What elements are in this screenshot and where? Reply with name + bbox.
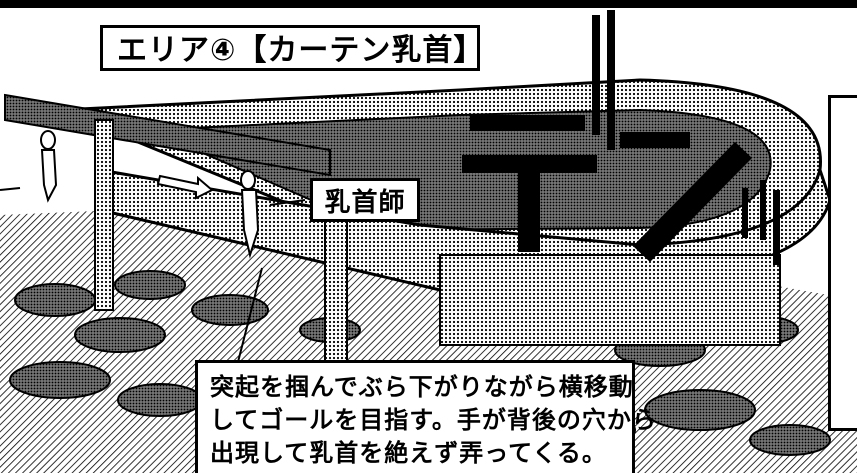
description-line: 突起を掴んでぶら下がりながら横移動 [210, 373, 634, 401]
walkway-beam [4, 93, 331, 177]
arena-base [439, 254, 781, 346]
character-label-caption: 乳首師 [310, 178, 420, 222]
side-caption-edge [828, 95, 857, 431]
label-leader [269, 199, 306, 206]
climbing-figures [40, 130, 260, 259]
impact-lines [462, 10, 780, 265]
area-title-caption: エリア④【カーテン乳首】 [100, 25, 483, 71]
description-line: 出現して乳首を絶えず弄ってくる。 [210, 439, 607, 467]
panel-border-top [0, 0, 857, 8]
desc-leader [237, 267, 263, 363]
pillar-left [94, 119, 114, 311]
description-caption: 突起を掴んでぶら下がりながら横移動 してゴールを目指す。手が背後の穴から 出現し… [195, 360, 657, 473]
description-line: してゴールを目指す。手が背後の穴から [210, 406, 657, 434]
direction-arrow [156, 174, 214, 200]
pillar-right [324, 214, 348, 366]
